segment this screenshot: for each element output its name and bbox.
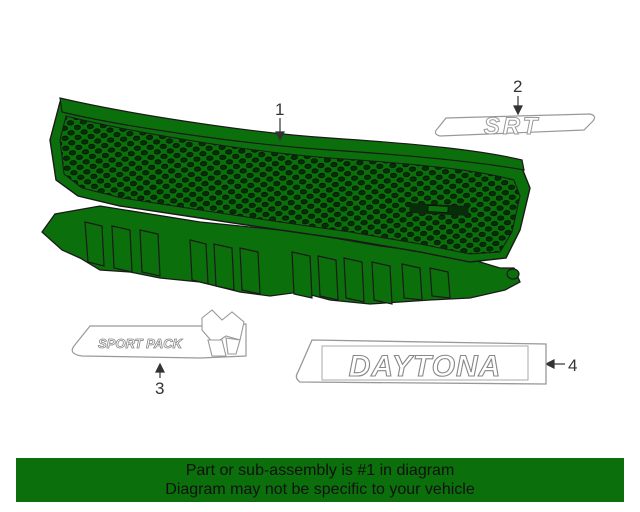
grille-assembly[interactable] xyxy=(41,97,531,305)
callout-3-label: 3 xyxy=(155,379,165,398)
bee-logo-icon xyxy=(201,309,245,357)
callout-2-label: 2 xyxy=(513,77,523,96)
grille-top-rim xyxy=(59,97,525,171)
leader-2-arrowhead xyxy=(513,105,523,116)
callout-1-label: 1 xyxy=(275,100,285,119)
footer-banner: Part or sub-assembly is #1 in diagram Di… xyxy=(16,458,624,502)
grille-badge-mount xyxy=(409,203,469,216)
grille-side-clip xyxy=(506,268,520,280)
footer-line-1: Part or sub-assembly is #1 in diagram xyxy=(185,462,455,479)
daytona-emblem-text: DAYTONA xyxy=(349,350,502,383)
footer-line-2: Diagram may not be specific to your vehi… xyxy=(165,481,475,498)
leader-1-arrowhead xyxy=(275,131,285,142)
sport-pack-emblem-outline xyxy=(71,323,247,359)
srt-emblem[interactable]: SRT xyxy=(434,113,596,141)
callout-4-label: 4 xyxy=(568,356,578,375)
leader-3-arrowhead xyxy=(155,362,165,373)
sport-pack-emblem[interactable]: SPORT PACK xyxy=(71,309,247,359)
sport-pack-emblem-text: SPORT PACK xyxy=(98,336,184,351)
callout-leaders xyxy=(155,96,565,378)
daytona-emblem[interactable]: DAYTONA xyxy=(295,339,547,385)
grille-mesh xyxy=(59,115,521,255)
daytona-emblem-inner-plate xyxy=(321,345,529,381)
srt-emblem-outline xyxy=(434,113,596,137)
grille-duct-fins xyxy=(84,221,451,305)
leader-4-arrowhead xyxy=(544,359,555,369)
srt-emblem-text: SRT xyxy=(484,113,541,140)
